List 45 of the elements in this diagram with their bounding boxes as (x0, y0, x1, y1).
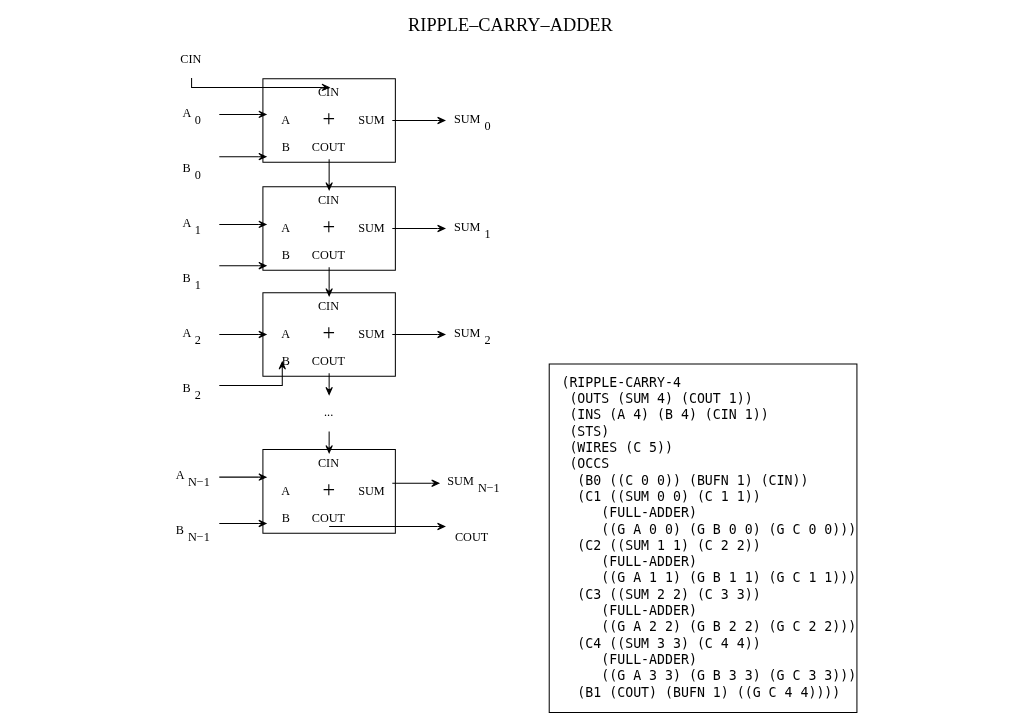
arrow (218, 220, 266, 229)
label: ((G A 1 1) (G B 1 1) (G C 1 1))) (600, 570, 856, 586)
label: (OCCS (568, 456, 609, 472)
label: ((G A 3 3) (G B 3 3) (G C 3 3))) (600, 668, 856, 684)
arrow (391, 224, 445, 233)
node-box: CIN A + SUM B COUT (261, 78, 396, 163)
label: (B1 (COUT) (BUFN 1) ((G C 4 4)))) (576, 684, 840, 700)
label: (C1 ((SUM 0 0) (C 1 1)) (576, 488, 761, 504)
label: (FULL-ADDER) (600, 651, 697, 667)
arrow (324, 158, 333, 191)
arrow (218, 110, 266, 119)
label: (STS) (568, 423, 609, 439)
label: (OUTS (SUM 4) (COUT 1)) (568, 391, 753, 407)
arrow (391, 479, 439, 487)
arrow (391, 116, 445, 125)
arrow (218, 330, 266, 339)
label: (C2 ((SUM 1 1) (C 2 2)) (576, 537, 761, 553)
label: (INS (A 4) (B 4) (CIN 1)) (568, 407, 769, 423)
node-text: CIN (179, 51, 201, 66)
arrow (324, 430, 333, 454)
diagram-title: RIPPLE–CARRY–ADDER (407, 15, 613, 36)
arrow (328, 522, 445, 531)
arrow (324, 372, 333, 395)
arrow (218, 262, 266, 270)
node-text: COUT (454, 530, 488, 545)
node-box: CIN A + SUM B COUT (261, 186, 396, 271)
label: (RIPPLE-CARRY-4 (560, 374, 681, 390)
node-text: ... (323, 405, 333, 420)
arrow (218, 152, 266, 161)
node-box: CIN A + SUM B COUT (261, 292, 396, 377)
label: (FULL-ADDER) (600, 505, 697, 521)
label: (C4 ((SUM 3 3) (C 4 4)) (576, 635, 761, 651)
arrow (324, 266, 333, 297)
label: ((G A 2 2) (G B 2 2) (G C 2 2))) (600, 619, 856, 635)
label: (B0 ((C 0 0)) (BUFN 1) (CIN)) (576, 472, 808, 488)
label: (FULL-ADDER) (600, 603, 697, 619)
arrow (391, 330, 445, 339)
node-box: CIN A + SUM B COUT (261, 449, 396, 534)
arrow (218, 519, 266, 528)
arrow (218, 473, 266, 481)
label: ((G A 0 0) (G B 0 0) (G C 0 0))) (600, 521, 856, 537)
label: (C3 ((SUM 2 2) (C 3 3)) (576, 586, 761, 602)
arrow (218, 361, 286, 386)
label: (FULL-ADDER) (600, 554, 697, 570)
label: (WIRES (C 5)) (568, 440, 673, 456)
